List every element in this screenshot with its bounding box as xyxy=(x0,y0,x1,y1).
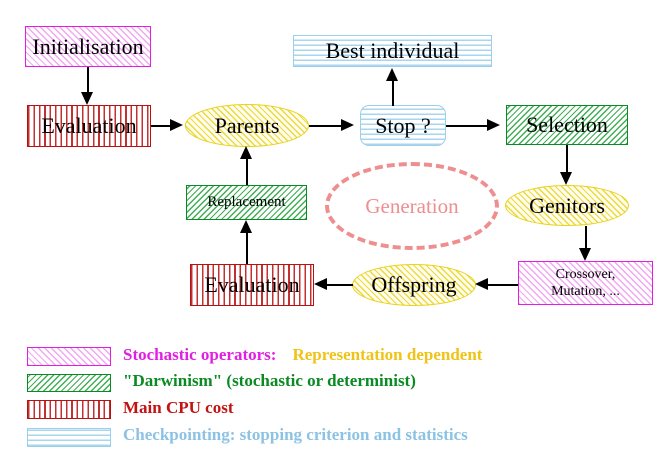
arrow-crossover-to-offspring-line xyxy=(487,284,518,286)
arrow-stop-to-selection-head xyxy=(487,119,500,131)
legend-label-checkpointing: Checkpointing: stopping criterion and st… xyxy=(123,425,468,444)
node-genitors[interactable]: Genitors xyxy=(505,185,629,226)
arrow-offspring-to-evaluation-head xyxy=(314,278,327,290)
arrow-initialisation-to-evaluation-line xyxy=(87,67,89,93)
legend-swatch-main-cpu-cost xyxy=(27,400,111,419)
arrow-parents-to-stop-line xyxy=(309,125,342,127)
node-parents[interactable]: Parents xyxy=(185,104,309,147)
legend-label-darwinism: "Darwinism" (stochastic or determinist) xyxy=(123,371,416,390)
arrow-replacement-to-parents-head xyxy=(240,146,252,159)
arrow-evaluation-to-replacement-line xyxy=(246,232,248,264)
legend-label-stochastic-operators: Stochastic operators: xyxy=(123,345,277,364)
arrow-genitors-to-crossover-line xyxy=(585,226,587,250)
arrow-selection-to-genitors-line xyxy=(566,145,568,173)
arrow-selection-to-genitors-head xyxy=(560,172,572,185)
arrow-crossover-to-offspring-head xyxy=(475,278,488,290)
node-best-individual[interactable]: Best individual xyxy=(293,35,492,67)
node-selection[interactable]: Selection xyxy=(506,105,628,145)
arrow-evaluation-to-parents-head xyxy=(170,119,183,131)
legend-label-representation-dependent: Representation dependent xyxy=(292,345,483,364)
legend-swatch-stochastic-operators xyxy=(27,347,111,366)
node-evaluation-top[interactable]: Evaluation xyxy=(27,105,151,147)
node-initialisation[interactable]: Initialisation xyxy=(25,26,151,67)
node-generation-cycle: Generation xyxy=(325,162,499,250)
arrow-evaluation-to-replacement-head xyxy=(240,220,252,233)
arrow-stop-to-best-individual-line xyxy=(392,80,394,106)
legend-swatch-darwinism xyxy=(27,374,111,392)
node-evaluation-bottom[interactable]: Evaluation xyxy=(190,264,314,306)
arrow-evaluation-to-parents-line xyxy=(151,125,171,127)
arrow-parents-to-stop-head xyxy=(341,119,354,131)
node-crossover-mutation[interactable]: Crossover, Mutation, ... xyxy=(518,261,653,305)
arrow-genitors-to-crossover-head xyxy=(579,248,591,261)
arrow-offspring-to-evaluation-line xyxy=(327,284,353,286)
arrow-stop-to-selection-line xyxy=(446,125,488,127)
arrow-initialisation-to-evaluation-head xyxy=(81,92,93,105)
arrow-stop-to-best-individual-head xyxy=(386,68,398,81)
legend-row-stochastic-operators: Stochastic operators: Representation depe… xyxy=(123,345,482,365)
legend-swatch-checkpointing xyxy=(27,428,111,447)
arrow-replacement-to-parents-line xyxy=(246,158,248,185)
node-stop[interactable]: Stop ? xyxy=(360,105,446,146)
node-offspring[interactable]: Offspring xyxy=(352,264,476,306)
legend-label-main-cpu-cost: Main CPU cost xyxy=(123,398,234,417)
node-replacement[interactable]: Replacement xyxy=(186,185,307,220)
